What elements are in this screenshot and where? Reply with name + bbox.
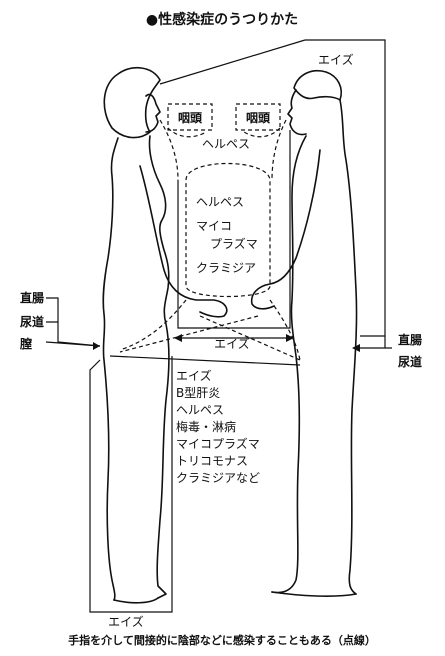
label-pharynx-left: 咽頭: [178, 111, 203, 125]
man-figure: [250, 70, 358, 597]
central-item: ヘルペス: [196, 195, 244, 209]
woman-face: [145, 93, 161, 133]
genital-item: マイコプラズマ: [176, 436, 260, 451]
woman-figure: [102, 67, 228, 604]
funnel-right: [271, 119, 287, 181]
left-site: 尿道: [20, 314, 44, 329]
left-sites: 直腸 尿道 膣: [20, 290, 44, 351]
man-feet: [271, 591, 357, 597]
hand-to-genital-right: [269, 299, 301, 361]
central-item: マイコ: [196, 219, 232, 233]
pharynx-box-right: [235, 103, 281, 131]
label-aids-top: エイズ: [318, 52, 354, 67]
inner-frame: [177, 130, 291, 329]
aids-top-line: [159, 39, 306, 85]
hand-to-genital-left: [119, 299, 187, 351]
left-bracket: [46, 297, 101, 347]
cross-line: [109, 355, 301, 366]
diagram-title: ●性感染症のうつりかた: [146, 11, 298, 28]
right-sites: 直腸 尿道: [398, 332, 422, 369]
woman-front: [148, 135, 170, 599]
pharynx-box-left: [167, 103, 213, 131]
left-arrow: [45, 341, 101, 347]
genital-list: エイズ B型肝炎 ヘルペス 梅毒・淋病 マイコプラズマ トリコモナス クラミジア…: [176, 368, 260, 485]
label-aids-bottom: エイズ: [108, 614, 144, 629]
woman-back: [102, 137, 119, 601]
label-aids-hands: エイズ: [214, 336, 250, 351]
label-pharynx-right: 咽頭: [246, 111, 271, 125]
man-front: [271, 135, 307, 594]
right-site: 直腸: [398, 332, 422, 347]
connection-lines: [45, 39, 392, 613]
left-site: 膣: [20, 336, 32, 351]
genital-item: エイズ: [176, 368, 212, 383]
central-item: クラミジア: [196, 261, 256, 275]
genital-item: トリコモナス: [176, 454, 248, 468]
man-arm: [250, 149, 321, 310]
label-herpes-oral: ヘルペス: [202, 137, 250, 151]
outer-box: [305, 39, 386, 337]
right-site: 尿道: [398, 354, 422, 369]
central-dashed-box: [185, 162, 271, 298]
dashed-lines: [119, 103, 301, 361]
man-hair: [293, 70, 342, 101]
woman-arm: [139, 165, 228, 318]
hand-cross-b: [119, 315, 259, 353]
funnel-left: [159, 119, 179, 181]
footer-note: 手指を介して間接的に陰部などに感染することもある（点線）: [68, 633, 376, 647]
genital-item: 梅毒・淋病: [176, 419, 236, 434]
central-item: プラズマ: [210, 236, 258, 251]
hand-cross-a: [199, 315, 301, 361]
oral-link: [167, 127, 281, 138]
genital-item: B型肝炎: [176, 386, 220, 400]
genital-item: ヘルペス: [176, 403, 224, 417]
woman-feet: [113, 597, 159, 604]
woman-hair: [103, 67, 161, 139]
bottom-line: [89, 356, 173, 613]
left-site: 直腸: [20, 290, 44, 305]
genital-item: クラミジアなど: [176, 471, 260, 485]
central-box-list: ヘルペス マイコ プラズマ クラミジア: [196, 195, 258, 275]
man-back: [339, 99, 358, 595]
man-face: [287, 89, 307, 136]
